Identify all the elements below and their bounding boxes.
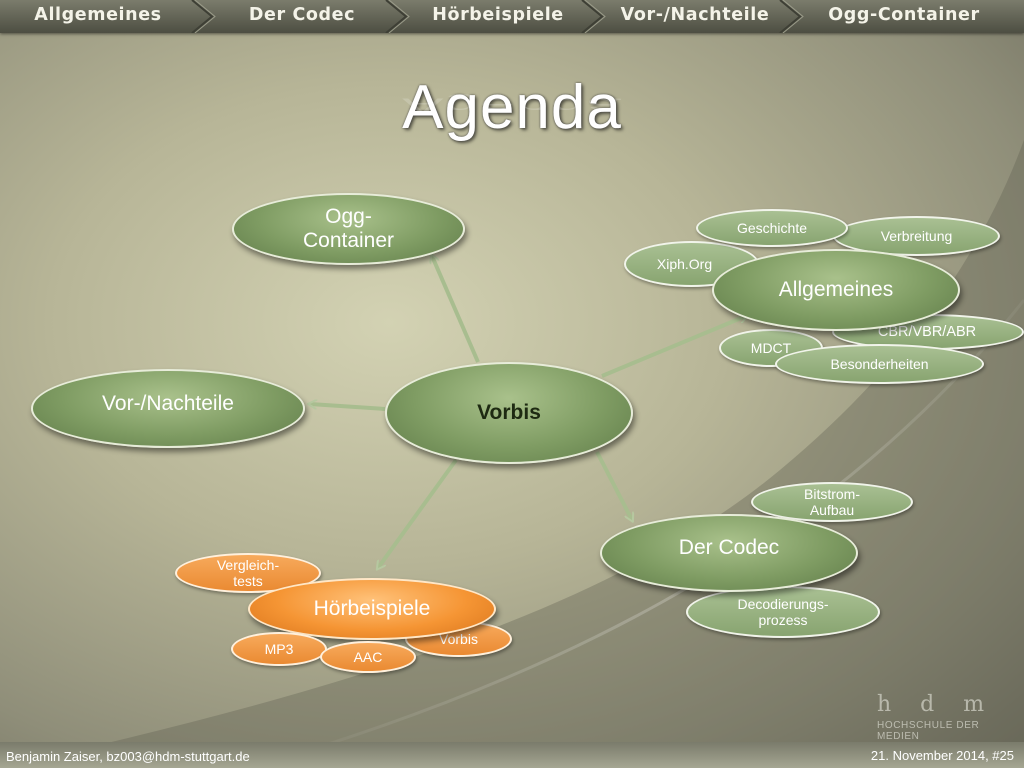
- node-geschichte[interactable]: Geschichte: [696, 209, 848, 247]
- node-label: Vor-/Nachteile: [102, 392, 234, 416]
- hdm-logo-letters: h d m: [877, 692, 996, 717]
- node-vorbis-center[interactable]: Vorbis: [385, 362, 633, 464]
- nav-separator-chevron: [385, 0, 410, 33]
- node-bitstrom-aufbau[interactable]: Bitstrom-Aufbau: [751, 482, 913, 522]
- footer-author: Benjamin Zaiser, bz003@hdm-stuttgart.de: [6, 749, 250, 764]
- node-label: AAC: [353, 648, 383, 665]
- slide-title-reflection: Agenda: [402, 93, 622, 118]
- node-ogg-container[interactable]: Ogg-Container: [232, 193, 465, 265]
- nav-separator-chevron: [191, 0, 216, 33]
- node-allgemeines[interactable]: Allgemeines: [712, 249, 960, 331]
- hdm-logo-text: HOCHSCHULE DER MEDIEN: [877, 720, 980, 742]
- node-label: MDCT: [750, 339, 792, 356]
- top-nav-bar: Allgemeines Der Codec Hörbeispiele Vor-/…: [0, 0, 1024, 33]
- node-der-codec[interactable]: Der Codec: [600, 514, 858, 592]
- arrow-to-ogg: [432, 256, 480, 363]
- footer-date-page: 21. November 2014, #25: [870, 748, 1014, 763]
- node-aac[interactable]: AAC: [320, 641, 416, 673]
- node-label: Geschichte: [736, 219, 808, 236]
- slide-title: Agenda: [402, 73, 622, 142]
- node-label: Vergleich-tests: [216, 556, 280, 589]
- nav-tab-allgemeines[interactable]: Allgemeines: [34, 5, 162, 25]
- node-label: CBR/VBR/ABR: [877, 323, 977, 340]
- node-label: MP3: [264, 640, 294, 657]
- nav-tab-vor-nachteile[interactable]: Vor-/Nachteile: [620, 5, 770, 25]
- nav-tab-der-codec[interactable]: Der Codec: [248, 5, 356, 25]
- node-label: Hörbeispiele: [313, 596, 431, 620]
- node-label: Besonderheiten: [830, 355, 929, 372]
- node-label: Ogg-Container: [302, 204, 395, 252]
- nav-tab-ogg-container[interactable]: Ogg-Container: [828, 5, 980, 25]
- node-besonderheiten[interactable]: Besonderheiten: [775, 344, 984, 384]
- arrow-to-codec: [595, 451, 632, 520]
- node-hoerbeispiele[interactable]: Hörbeispiele: [248, 578, 496, 640]
- node-label: Decodierungs-prozess: [737, 595, 829, 628]
- footer-bar: [0, 742, 1024, 768]
- node-label: Xiph.Org: [656, 255, 713, 272]
- node-label: Verbreitung: [880, 227, 953, 244]
- node-label: Vorbis: [439, 630, 478, 647]
- nav-tab-hoerbeispiele[interactable]: Hörbeispiele: [432, 5, 564, 25]
- nav-separator-chevron: [779, 0, 804, 33]
- node-vor-nachteile[interactable]: Vor-/Nachteile: [31, 369, 305, 448]
- node-label: Vorbis: [477, 400, 541, 424]
- arrow-to-hoerbeispiele: [378, 458, 458, 568]
- node-decodierungsprozess[interactable]: Decodierungs-prozess: [686, 586, 880, 638]
- arrow-to-vor-nachteile: [310, 404, 386, 411]
- nav-separator-chevron: [581, 0, 606, 33]
- node-label: Der Codec: [678, 535, 780, 559]
- node-label: Allgemeines: [778, 277, 894, 301]
- node-mp3[interactable]: MP3: [231, 632, 327, 666]
- node-label: Bitstrom-Aufbau: [804, 485, 860, 518]
